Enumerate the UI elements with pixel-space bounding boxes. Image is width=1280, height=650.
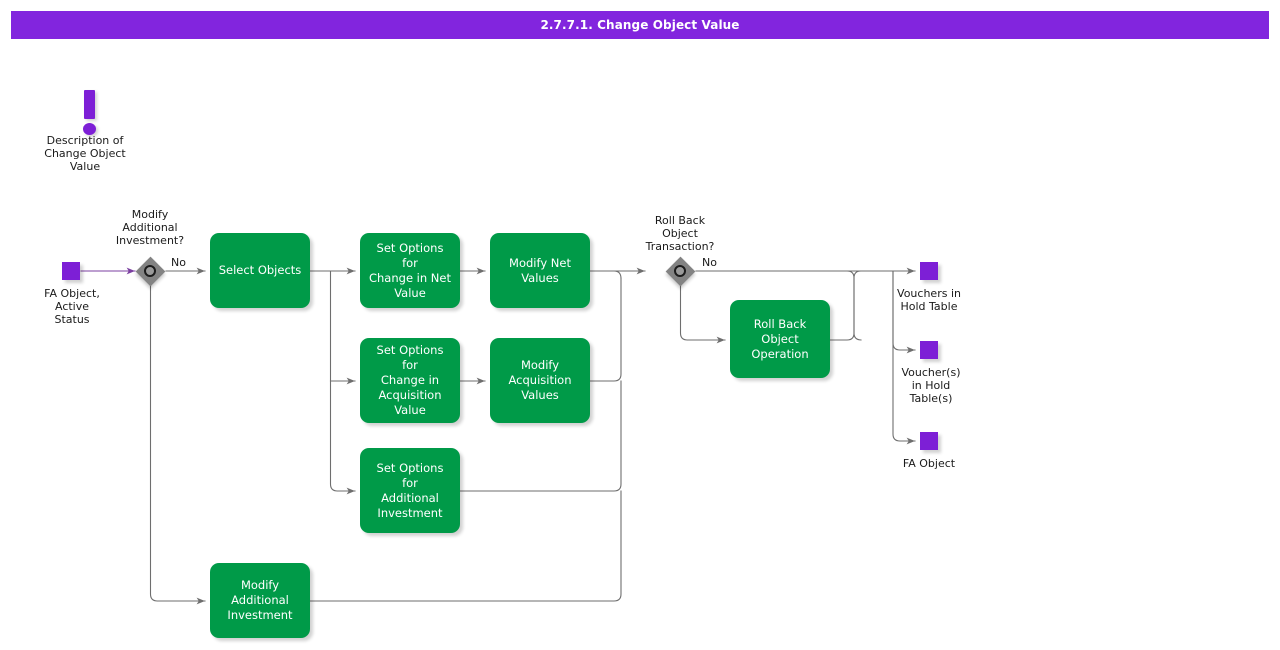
process-set-options-additional-investment[interactable]: Set Options for Additional Investment [360,448,460,533]
process-set-options-change-net-value[interactable]: Set Options for Change in Net Value [360,233,460,308]
decision-modify-additional-investment[interactable] [135,256,165,286]
end-node-fa-object-label: FA Object [902,457,956,470]
decision-roll-back-object-transaction[interactable] [665,256,695,286]
decision-roll-back-object-transaction-label: Roll Back Object Transaction? [645,214,715,253]
process-select-objects[interactable]: Select Objects [210,233,310,308]
end-node-vouchers-in-hold-tables-label: Voucher(s) in Hold Table(s) [901,366,961,405]
process-roll-back-object-operation[interactable]: Roll Back Object Operation [730,300,830,378]
decision-ring-icon [674,265,686,277]
wire-modifyadd-to-collector [309,490,622,602]
process-modify-acquisition-values[interactable]: Modify Acquisition Values [490,338,590,423]
process-modify-additional-investment[interactable]: Modify Additional Investment [210,563,310,638]
wire-bus-to-set-options-additional [329,270,356,491]
page-title-bar: 2.7.7.1. Change Object Value [11,11,1269,39]
end-node-vouchers-in-hold-table-label: Vouchers in Hold Table [897,287,961,313]
exclamation-icon [75,90,105,136]
decision-ring-icon [144,265,156,277]
exclamation-dot-icon [83,123,96,135]
edge-label-decision2-no: No [702,256,717,269]
decision-modify-additional-investment-label: Modify Additional Investment? [115,208,185,247]
page-title: 2.7.7.1. Change Object Value [540,18,740,32]
process-set-options-change-acquisition-value[interactable]: Set Options for Change in Acquisition Va… [360,338,460,423]
wire-modifyacq-to-collector [589,277,622,382]
wire-rollback-to-top-bus [829,270,887,341]
start-node-label: FA Object, Active Status [44,287,100,326]
wire-decision2-to-rollback-operation [679,285,726,344]
process-modify-net-values[interactable]: Modify Net Values [490,233,590,308]
end-node-fa-object[interactable] [920,432,938,450]
end-node-vouchers-in-hold-table[interactable] [920,262,938,280]
note-label: Description of Change Object Value [44,134,126,173]
end-node-vouchers-in-hold-tables[interactable] [920,341,938,359]
edge-label-decision1-no: No [171,256,186,269]
exclamation-bar-icon [84,90,95,119]
start-node-fa-object-active-status[interactable] [62,262,80,280]
wire-decision1-to-modify-additional-investment [149,285,206,605]
wire-modifynet-out [589,270,622,279]
